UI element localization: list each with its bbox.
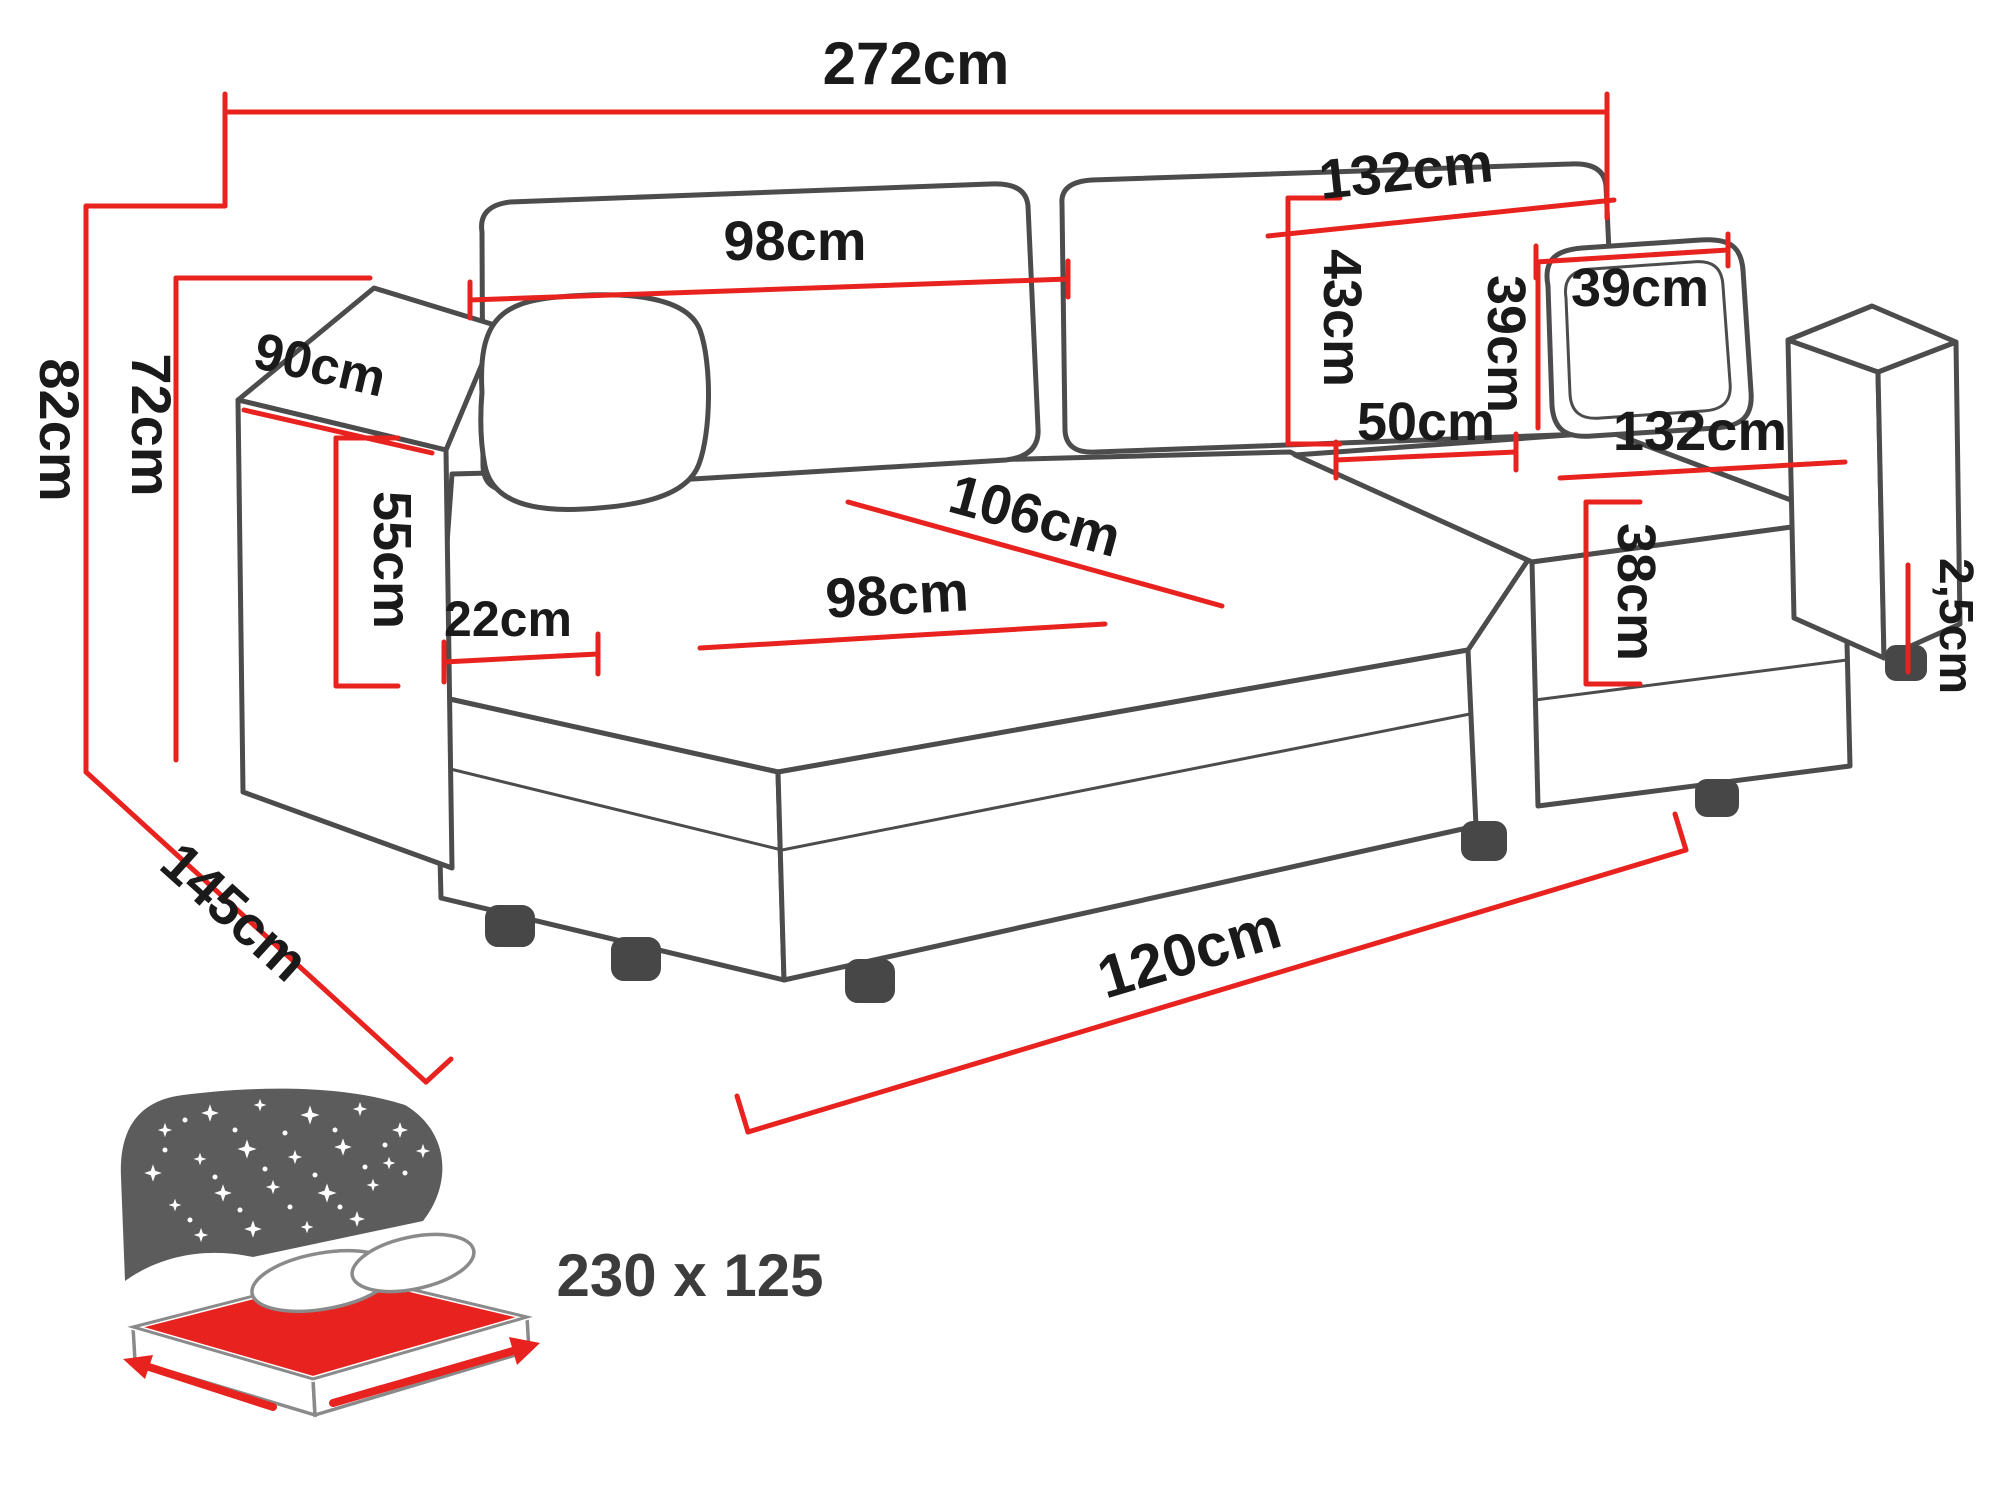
label-cushion-height: 39cm [1476, 275, 1536, 413]
armrest-right-side [1785, 337, 1887, 661]
label-backrest-height: 43cm [1312, 249, 1372, 387]
label-backrest-top-height: 72cm [120, 353, 183, 496]
label-total-depth: 145cm [149, 830, 321, 993]
dim-armrest-height [333, 435, 401, 689]
label-total-height: 82cm [28, 358, 91, 501]
dim-total-width [222, 91, 1610, 221]
dim-seat-section-right [1557, 459, 1848, 481]
label-seat-section-left: 98cm [824, 559, 970, 629]
label-total-width: 272cm [823, 30, 1010, 97]
label-chaise-front-width: 120cm [1090, 893, 1288, 1011]
seat-right-front [1529, 517, 1853, 809]
pillow-right-seam [1563, 260, 1732, 420]
dim-total-height [83, 203, 228, 775]
dim-chaise-front-width [734, 811, 1689, 1135]
dim-armrest-width [441, 631, 601, 685]
label-armrest-width: 22cm [444, 591, 572, 647]
label-seat-section-right: 132cm [1613, 399, 1787, 462]
label-corner-section: 50cm [1357, 392, 1495, 452]
label-seat-height: 38cm [1606, 523, 1666, 661]
pillow-left [478, 292, 711, 512]
label-cushion-width: 39cm [1571, 258, 1709, 318]
sofa-drawing [235, 161, 1963, 1003]
sleeping-area-icon [120, 1088, 540, 1418]
dim-seat-section-left [697, 621, 1108, 651]
pillow-right [1544, 237, 1754, 439]
label-leg-height: 2,5cm [1929, 558, 1982, 694]
sofa-legs [485, 645, 1927, 1003]
stars [144, 1098, 431, 1243]
label-sleeping-area: 230 x 125 [557, 1242, 824, 1309]
dim-backrest-height [1285, 195, 1343, 447]
dim-armrest-depth [241, 407, 435, 456]
dim-seat-height [1583, 499, 1643, 687]
base-seam-right [1533, 658, 1849, 702]
size-arrows [123, 1337, 540, 1411]
bed-pillows [250, 1232, 476, 1314]
armrest-left-front [235, 397, 455, 871]
dim-chaise-diagonal [845, 499, 1225, 609]
dim-backrest-top-height [173, 275, 373, 763]
dim-back-section-left [467, 258, 1071, 321]
label-back-section-left: 98cm [723, 209, 866, 272]
dim-back-section-right [1265, 197, 1617, 239]
base-seam-left [436, 712, 1472, 852]
label-armrest-height: 55cm [362, 491, 422, 629]
dim-corner-section [1333, 431, 1519, 481]
dimension-lines [83, 91, 1911, 1135]
armrest-right-top [1785, 303, 1959, 375]
dim-total-depth [83, 769, 454, 1085]
